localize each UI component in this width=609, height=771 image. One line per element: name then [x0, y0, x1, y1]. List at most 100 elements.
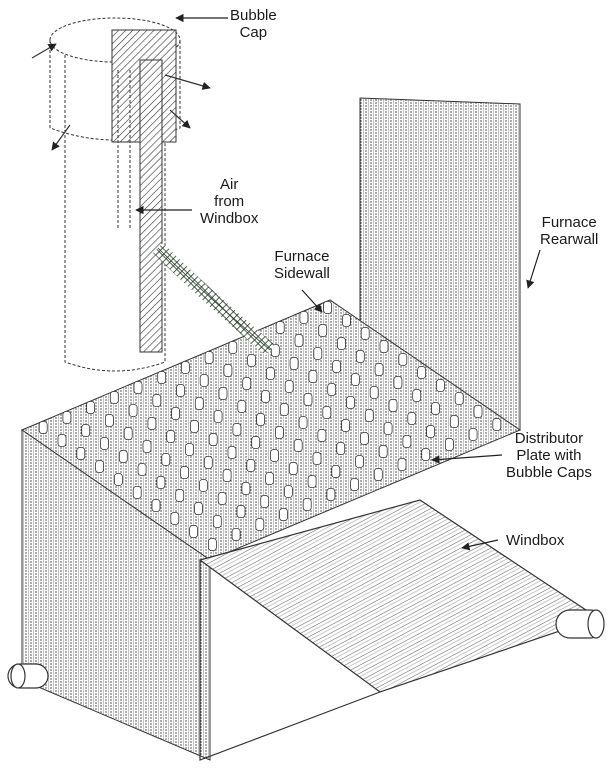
furnace-sidewall-panel — [21, 429, 211, 761]
bubble-cap — [360, 327, 370, 340]
distributor-plate — [20, 299, 522, 561]
bubble-cap — [279, 508, 288, 521]
bubble-cap — [251, 436, 261, 449]
bubble-cap — [302, 498, 312, 511]
label-windbox: Windbox — [506, 532, 565, 549]
bubble-cap — [152, 394, 162, 407]
bubble-cap — [374, 363, 384, 376]
bubble-cap — [128, 404, 138, 417]
bubble-cap — [242, 377, 252, 390]
leader-lines — [135, 13, 541, 551]
bubble-cap — [402, 435, 412, 448]
bubble-cap — [289, 357, 299, 370]
bubble-cap — [203, 456, 213, 469]
bubble-cap — [312, 452, 322, 465]
bubble-cap — [228, 341, 238, 354]
bubble-cap — [81, 424, 91, 437]
bubble-cap — [151, 499, 161, 512]
bubble-cap — [180, 361, 190, 374]
bubble-cap — [326, 488, 336, 501]
bubble-cap — [114, 473, 123, 486]
bubble-cap — [213, 410, 223, 423]
bubble-cap — [369, 386, 379, 399]
bubble-cap — [323, 301, 333, 314]
bubble-cap — [308, 370, 318, 383]
bubble-cap — [350, 373, 360, 386]
bubble-cap — [327, 383, 337, 396]
bubble-cap — [313, 347, 323, 360]
bubble-cap — [142, 440, 152, 453]
bubble-cap — [256, 413, 266, 426]
bubble-cap — [492, 418, 502, 431]
bubble-cap — [86, 401, 95, 414]
bubble-cap — [355, 350, 365, 363]
bubble-cap — [255, 518, 265, 531]
bubble-cap — [170, 512, 180, 525]
bubble-cap — [212, 515, 222, 528]
bubble-cap — [288, 462, 298, 475]
bubble-cap — [237, 400, 247, 413]
bubble-cap — [318, 324, 328, 337]
bubble-cap — [156, 476, 166, 489]
bubble-cap — [189, 525, 199, 538]
bubble-cap — [336, 442, 346, 455]
bubble-cap — [435, 379, 445, 392]
bubble-cap — [194, 397, 204, 410]
bubble-cap — [265, 472, 275, 485]
bubble-cap — [317, 429, 327, 442]
bubble-cap — [157, 371, 167, 384]
bubble-cap — [62, 411, 72, 424]
bubble-cap — [364, 409, 374, 422]
bubble-cap — [231, 528, 241, 541]
bubble-cap — [346, 396, 355, 409]
bubble-cap — [166, 430, 176, 443]
bubble-cap — [223, 364, 233, 377]
bubble-cap — [207, 538, 217, 551]
bubble-cap — [133, 381, 143, 394]
bubble-cap — [303, 393, 313, 406]
bubble-cap — [393, 376, 403, 389]
bubble-cap — [284, 380, 294, 393]
bubble-cap — [468, 428, 478, 441]
bubble-cap — [123, 427, 133, 440]
bubble-cap — [341, 419, 351, 432]
header-pipe-left — [7, 663, 49, 689]
bubble-cap — [204, 351, 214, 364]
bubble-cap — [180, 466, 190, 479]
bubble-cap — [38, 421, 48, 434]
bubble-cap — [261, 390, 270, 403]
bubble-cap — [355, 455, 364, 468]
bubble-cap — [236, 505, 246, 518]
bubble-cap — [388, 399, 398, 412]
bubble-cap — [397, 458, 407, 471]
bubble-cap-cutaway — [31, 17, 275, 372]
bubble-cap — [175, 489, 185, 502]
bubble-cap — [227, 446, 237, 459]
bubble-cap — [147, 417, 157, 430]
bubble-cap — [189, 420, 199, 433]
bubble-cap — [383, 422, 393, 435]
bubble-cap — [105, 414, 114, 427]
bubble-cap — [185, 443, 194, 456]
bubble-cap — [132, 486, 142, 499]
bubble-cap — [247, 354, 257, 367]
bubble-cap — [265, 367, 275, 380]
bubble-cap — [176, 384, 185, 397]
bubble-cap — [118, 450, 128, 463]
bubble-cap — [260, 495, 270, 508]
bubble-cap — [299, 311, 309, 324]
bubble-cap — [431, 402, 440, 415]
bubble-cap — [417, 366, 427, 379]
bubble-cap — [208, 433, 218, 446]
bubble-cap — [137, 463, 147, 476]
bubble-cap — [218, 387, 228, 400]
bubble-cap — [398, 353, 408, 366]
bubble-cap — [241, 482, 251, 495]
bubble-cap — [331, 465, 341, 478]
bubble-cap — [232, 423, 242, 436]
